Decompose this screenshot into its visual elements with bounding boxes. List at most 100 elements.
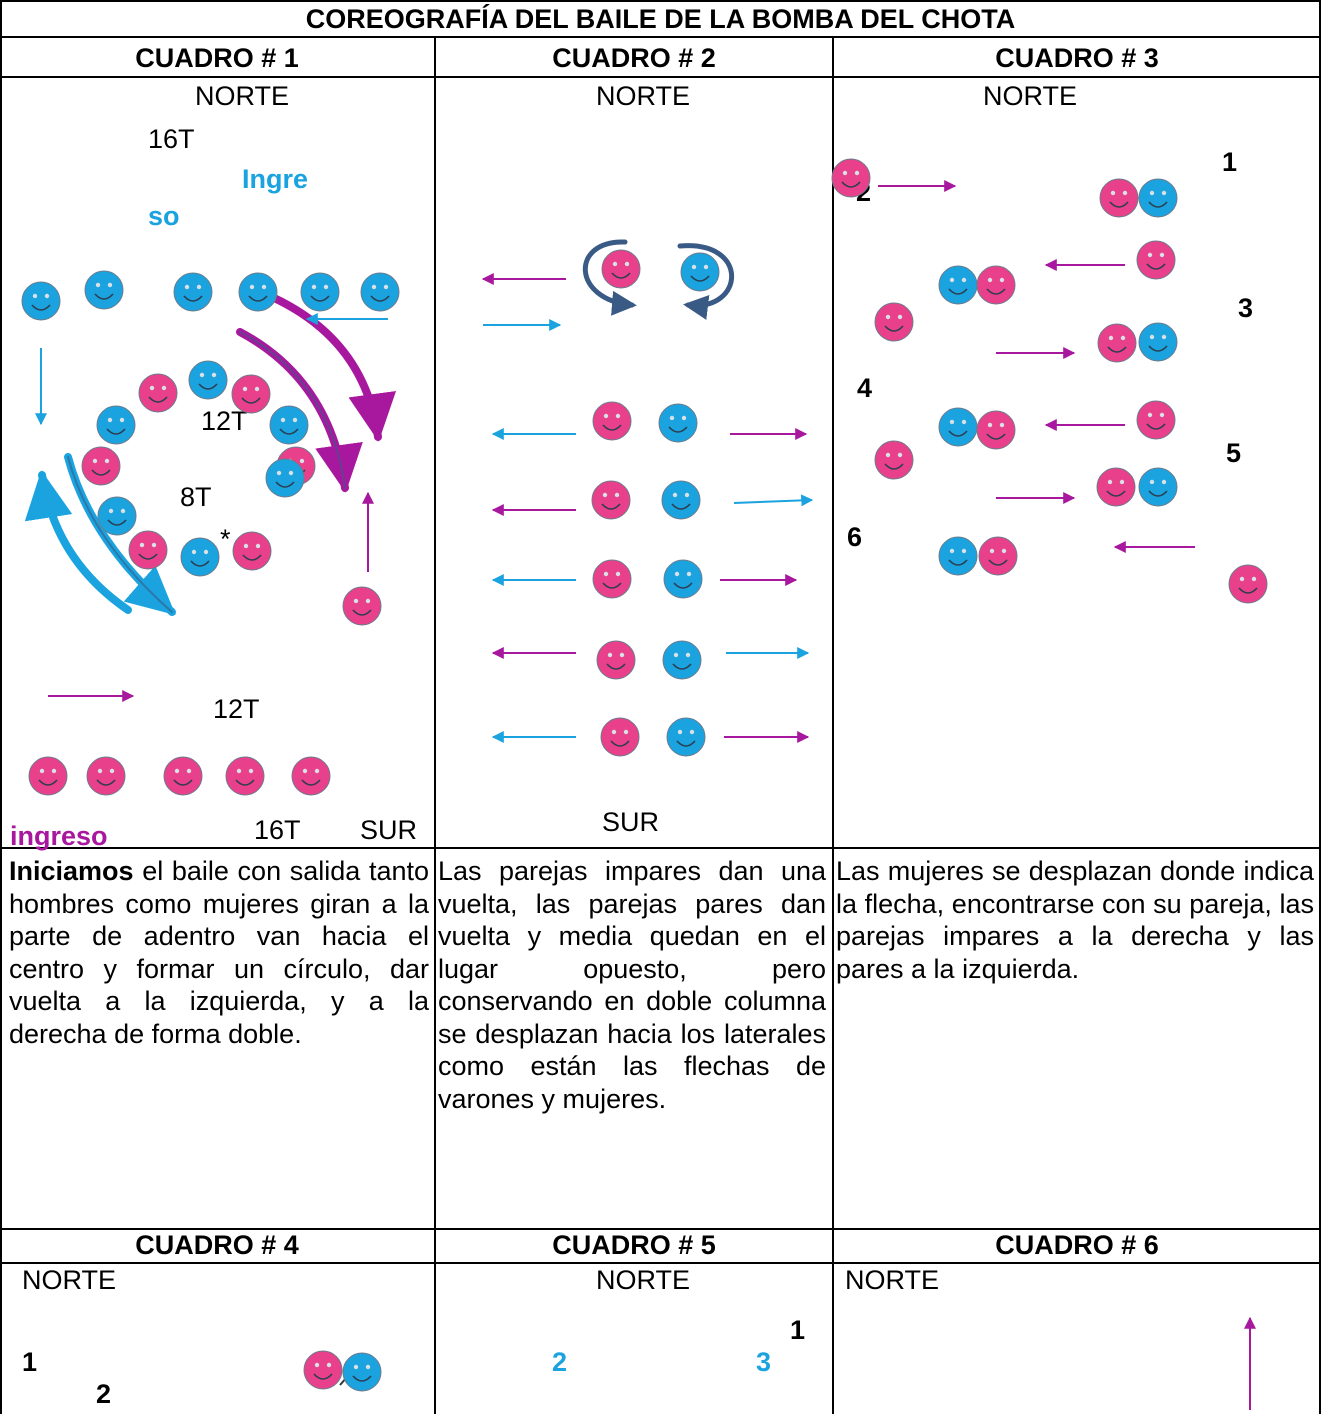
c4-norte-label: NORTE bbox=[22, 1265, 117, 1295]
woman-figure bbox=[976, 410, 1016, 450]
woman-figure bbox=[1099, 178, 1139, 218]
man-figure bbox=[265, 458, 305, 498]
c5-norte-label: NORTE bbox=[596, 1265, 691, 1295]
row-divider bbox=[0, 847, 1321, 849]
woman-figure bbox=[138, 373, 178, 413]
desc1-rest: el baile con salida tanto hombres como m… bbox=[9, 856, 429, 1049]
woman-figure bbox=[291, 756, 331, 796]
c3-norte-label: NORTE bbox=[983, 81, 1078, 111]
man-figure bbox=[21, 281, 61, 321]
man-figure bbox=[180, 537, 220, 577]
cuadro-3-header: CUADRO # 3 bbox=[995, 43, 1159, 73]
man-figure bbox=[938, 265, 978, 305]
man-figure bbox=[658, 403, 698, 443]
woman-figure bbox=[874, 440, 914, 480]
table-border-top bbox=[0, 0, 1321, 2]
cuadro-2-header: CUADRO # 2 bbox=[552, 43, 716, 73]
man-figure bbox=[1138, 467, 1178, 507]
woman-figure bbox=[591, 480, 631, 520]
c4-number-2: 2 bbox=[96, 1379, 112, 1409]
man-figure bbox=[666, 717, 706, 757]
c1-12t-inner: 12T bbox=[201, 406, 248, 436]
cuadro-3-description: Las mujeres se desplazan donde indica la… bbox=[836, 856, 1314, 984]
col-divider bbox=[434, 36, 436, 1414]
cuadro-4-header: CUADRO # 4 bbox=[135, 1230, 299, 1260]
c6-norte-label: NORTE bbox=[845, 1265, 940, 1295]
c1-ingreso-top-a: Ingre bbox=[242, 164, 309, 194]
c2-straight-arrows bbox=[481, 273, 814, 743]
c3-number-6: 6 bbox=[847, 522, 863, 552]
woman-figure bbox=[600, 717, 640, 757]
woman-figure bbox=[874, 302, 914, 342]
c2-rotation-arrows bbox=[582, 239, 734, 320]
cuadro-1-description: Iniciamos el baile con salida tanto homb… bbox=[9, 855, 429, 1050]
c1-straight-arrows bbox=[35, 313, 388, 702]
woman-figure bbox=[28, 756, 68, 796]
woman-figure bbox=[81, 446, 121, 486]
man-figure bbox=[360, 272, 400, 312]
c3-number-1: 1 bbox=[1222, 147, 1238, 177]
cuadro-6-header: CUADRO # 6 bbox=[995, 1230, 1159, 1260]
c3-number-5: 5 bbox=[1226, 438, 1242, 468]
man-figure bbox=[188, 360, 228, 400]
row-divider bbox=[0, 76, 1321, 78]
c1-8t: 8T bbox=[180, 482, 212, 512]
c1-ingreso-bottom: ingreso bbox=[10, 821, 108, 851]
c5-number-3: 3 bbox=[756, 1347, 772, 1377]
woman-figure bbox=[1096, 467, 1136, 507]
woman-figure bbox=[303, 1350, 343, 1390]
cuadro-2-description: Las parejas impares dan una vuelta, las … bbox=[438, 856, 826, 1114]
dancer-figures bbox=[21, 158, 1268, 1392]
woman-figure bbox=[1228, 564, 1268, 604]
woman-figure bbox=[978, 536, 1018, 576]
man-figure bbox=[938, 407, 978, 447]
cuadro-1-header: CUADRO # 1 bbox=[135, 43, 299, 73]
row-divider bbox=[0, 1228, 1321, 1230]
c1-16t-top: 16T bbox=[148, 124, 195, 154]
woman-figure bbox=[1136, 240, 1176, 280]
man-figure bbox=[1138, 322, 1178, 362]
row-divider bbox=[0, 36, 1321, 38]
woman-figure bbox=[128, 530, 168, 570]
col-divider bbox=[832, 36, 834, 1414]
woman-figure bbox=[86, 756, 126, 796]
woman-figure bbox=[232, 531, 272, 571]
c3-arrows bbox=[878, 180, 1195, 553]
table-border-right bbox=[1319, 0, 1321, 1414]
cuadro-5-header: CUADRO # 5 bbox=[552, 1230, 716, 1260]
c3-number-4: 4 bbox=[857, 373, 873, 403]
row-divider bbox=[0, 1262, 1321, 1264]
man-figure bbox=[342, 1352, 382, 1392]
c1-12t-bottom: 12T bbox=[213, 694, 260, 724]
c2-sur-label: SUR bbox=[602, 807, 660, 837]
man-figure bbox=[173, 272, 213, 312]
c1-norte-label: NORTE bbox=[195, 81, 290, 111]
woman-figure bbox=[1097, 323, 1137, 363]
woman-figure bbox=[1136, 400, 1176, 440]
woman-figure bbox=[231, 374, 271, 414]
table-border-left bbox=[0, 0, 2, 1414]
c3-number-3: 3 bbox=[1238, 293, 1254, 323]
man-figure bbox=[938, 536, 978, 576]
woman-figure bbox=[596, 640, 636, 680]
man-figure bbox=[662, 640, 702, 680]
c1-rotation-arrows bbox=[24, 293, 397, 616]
man-figure bbox=[300, 272, 340, 312]
man-figure bbox=[96, 405, 136, 445]
c2-norte-label: NORTE bbox=[596, 81, 691, 111]
man-figure bbox=[269, 405, 309, 445]
woman-figure bbox=[225, 756, 265, 796]
man-figure bbox=[661, 480, 701, 520]
page-title: COREOGRAFÍA DEL BAILE DE LA BOMBA DEL CH… bbox=[305, 4, 1016, 34]
man-figure bbox=[238, 272, 278, 312]
man-figure bbox=[1138, 178, 1178, 218]
woman-figure bbox=[342, 586, 382, 626]
c1-16t-bottom: 16T bbox=[254, 815, 301, 845]
woman-figure bbox=[831, 158, 871, 198]
c1-sur-label: SUR bbox=[360, 815, 418, 845]
man-figure bbox=[84, 270, 124, 310]
c1-star: * bbox=[220, 524, 231, 554]
woman-figure bbox=[976, 265, 1016, 305]
desc1-lead: Iniciamos bbox=[9, 856, 134, 886]
